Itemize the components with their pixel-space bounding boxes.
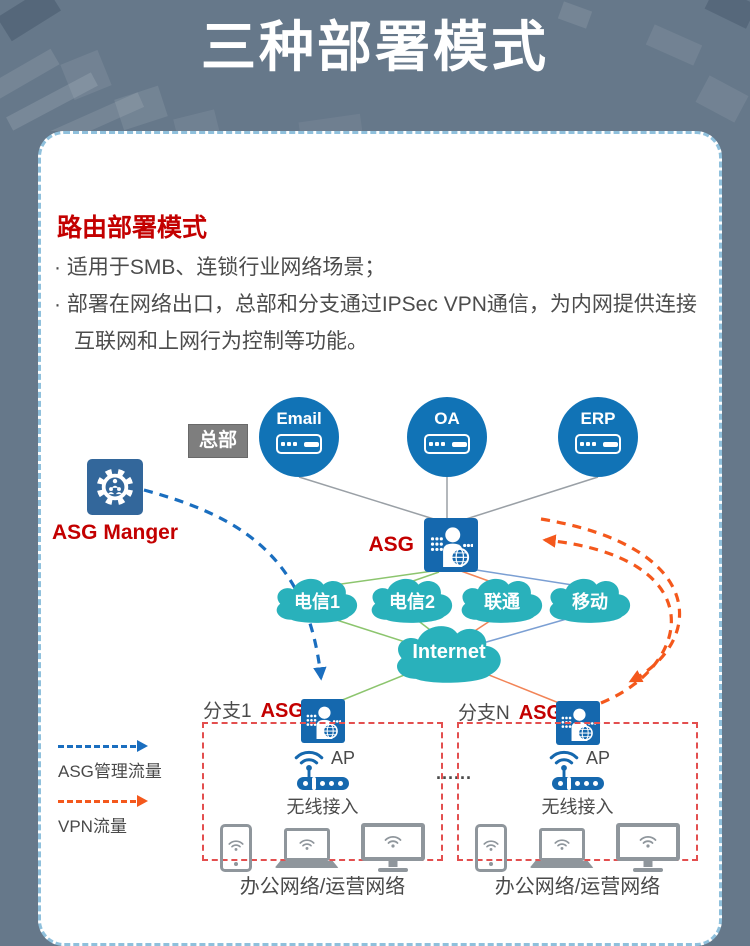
- cloud-label: 联通: [484, 592, 520, 612]
- laptop-icon: [274, 828, 339, 872]
- ap-device-icon: [551, 777, 604, 790]
- deco-shape: [173, 109, 221, 131]
- legend-vpn-arrow: [58, 795, 148, 807]
- devices-row: [204, 823, 441, 872]
- branchN-network-label: 办公网络/运营网络: [494, 876, 661, 898]
- wifi-row: AP: [545, 745, 610, 778]
- wifi-icon: [553, 836, 571, 850]
- cloud-isp-2: 电信2: [364, 573, 460, 625]
- bullet-item: · 适用于SMB、连锁行业网络场景；: [54, 256, 386, 279]
- branch-separator: ......: [436, 763, 473, 783]
- branch-gateway-label: ASG: [518, 702, 563, 724]
- server-icon: [575, 434, 621, 454]
- deco-shape: [114, 85, 168, 131]
- wireless-access-label: 无线接入: [541, 797, 614, 817]
- wifi-icon: [298, 836, 316, 850]
- deco-shape: [298, 113, 364, 131]
- monitor-icon: [361, 823, 425, 872]
- cloud-internet: Internet: [384, 619, 514, 685]
- wifi-icon: [638, 832, 658, 848]
- legend-mgmt-arrow: [58, 740, 148, 752]
- laptop-icon: [529, 828, 594, 872]
- ap-label: AP: [585, 748, 610, 768]
- branch-name: 分支N: [458, 703, 510, 724]
- bullet-list: · 适用于SMB、连锁行业网络场景； · 部署在网络出口，总部和分支通过IPSe…: [54, 250, 706, 360]
- branch1-network-label: 办公网络/运营网络: [239, 876, 406, 898]
- branchN-network-box: AP 无线接入: [457, 722, 698, 872]
- wifi-icon: [482, 837, 500, 851]
- monitor-icon: [616, 823, 680, 872]
- branch1-caption: 分支1 ASG: [203, 696, 304, 723]
- ap-label: AP: [330, 748, 355, 768]
- asg-manager-label: ASG Manger: [51, 521, 179, 544]
- bullet-item: · 部署在网络出口，总部和分支通过IPSec VPN通信，为内网提供连接互联网和…: [54, 292, 697, 353]
- branchN-caption: 分支N ASG: [458, 698, 562, 725]
- ap-device-icon: [296, 777, 349, 790]
- wifi-icon: [545, 745, 583, 779]
- page-title: 三种部署模式: [200, 16, 549, 78]
- cloud-label: Internet: [412, 641, 486, 663]
- server-node-email: Email: [259, 397, 339, 477]
- server-label: OA: [434, 409, 460, 428]
- asg-core-node: [424, 518, 478, 572]
- server-node-erp: ERP: [558, 397, 638, 477]
- legend-mgmt-label: ASG管理流量: [58, 762, 162, 781]
- server-label: Email: [276, 409, 322, 428]
- server-label: ERP: [580, 409, 616, 428]
- cloud-isp-4: 移动: [542, 573, 638, 625]
- asg-device-icon: [429, 523, 473, 567]
- asg-manager-node: [87, 459, 143, 515]
- branch-gateway-label: ASG: [260, 700, 304, 722]
- devices-row: [459, 823, 696, 872]
- server-icon: [424, 434, 470, 454]
- tablet-icon: [475, 824, 507, 872]
- branch-name: 分支1: [203, 701, 252, 722]
- server-icon: [276, 434, 322, 454]
- tablet-icon: [220, 824, 252, 872]
- server-node-oa: OA: [407, 397, 487, 477]
- legend-vpn-label: VPN流量: [58, 817, 127, 836]
- wifi-icon: [290, 745, 328, 779]
- section-heading: 路由部署模式: [57, 214, 208, 242]
- branch1-network-box: AP 无线接入: [202, 722, 443, 872]
- branch1-asg-node: [301, 699, 345, 743]
- deco-shape: [695, 75, 749, 123]
- cloud-isp-3: 联通: [454, 573, 550, 625]
- wifi-row: AP: [290, 745, 355, 778]
- cloud-label: 电信1: [293, 592, 340, 612]
- wifi-icon: [227, 837, 245, 851]
- gear-icon: [94, 466, 136, 508]
- wireless-access-label: 无线接入: [286, 797, 359, 817]
- wifi-icon: [383, 832, 403, 848]
- cloud-label: 电信2: [388, 592, 435, 612]
- banner: 三种部署模式: [0, 0, 750, 131]
- hq-badge: 总部: [188, 424, 248, 458]
- cloud-isp-1: 电信1: [269, 573, 365, 625]
- cloud-label: 移动: [572, 592, 608, 612]
- asg-core-label: ASG: [368, 533, 414, 556]
